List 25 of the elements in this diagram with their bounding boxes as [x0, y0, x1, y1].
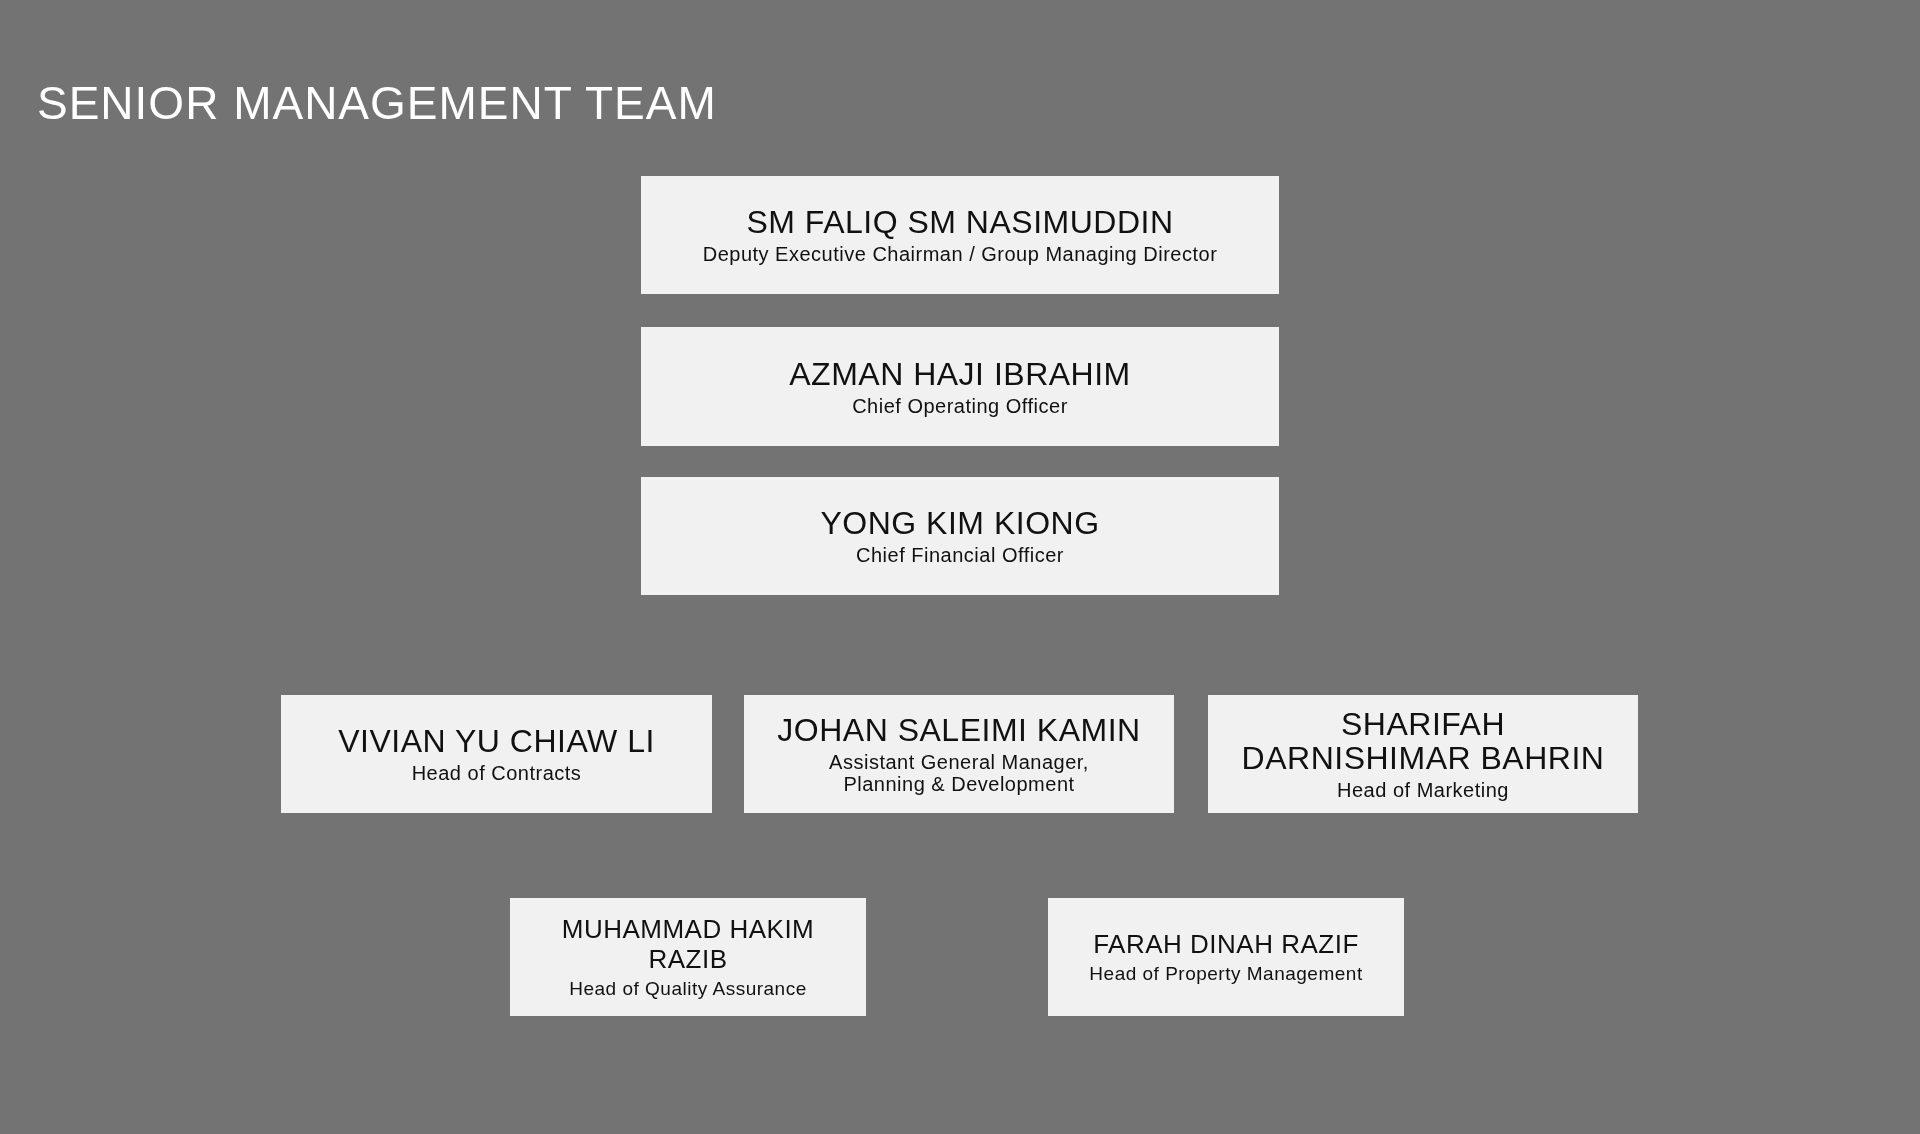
org-chart-box — [744, 695, 1174, 813]
job-title: Deputy Executive Chairman / Group Managing Director — [702, 243, 1218, 265]
job-title: Chief Financial Officer — [856, 544, 1064, 566]
org-chart-box — [1208, 695, 1638, 813]
job-title: Chief Operating Officer — [852, 394, 1068, 417]
job-title: Head of Quality Assurance — [569, 978, 807, 1000]
person-name: JOHAN SALEIMI KAMIN — [777, 713, 1141, 747]
org-chart-box — [641, 327, 1279, 446]
person-name: AZMAN HAJI IBRAHIM — [789, 356, 1131, 391]
person-name: MUHAMMAD HAKIM RAZIB — [560, 914, 816, 974]
org-chart-box — [641, 477, 1279, 595]
person-name: SHARIFAH DARNISHIMAR BAHRIN — [1240, 707, 1606, 775]
person-name: FARAH DINAH RAZIF — [1093, 929, 1359, 959]
page-title: SENIOR MANAGEMENT TEAM — [37, 76, 717, 130]
org-chart-box — [510, 898, 866, 1016]
person-name: SM FALIQ SM NASIMUDDIN — [746, 205, 1174, 239]
person-name: VIVIAN YU CHIAW LI — [338, 724, 655, 758]
org-chart-box — [1048, 898, 1404, 1016]
org-chart-box — [641, 176, 1279, 294]
job-title: Head of Marketing — [1337, 779, 1509, 801]
job-title: Head of Property Management — [1089, 963, 1363, 985]
job-title: Assistant General Manager, Planning & Development — [828, 751, 1090, 795]
job-title: Head of Contracts — [411, 762, 582, 784]
org-chart-box — [281, 695, 712, 813]
person-name: YONG KIM KIONG — [820, 506, 1100, 540]
